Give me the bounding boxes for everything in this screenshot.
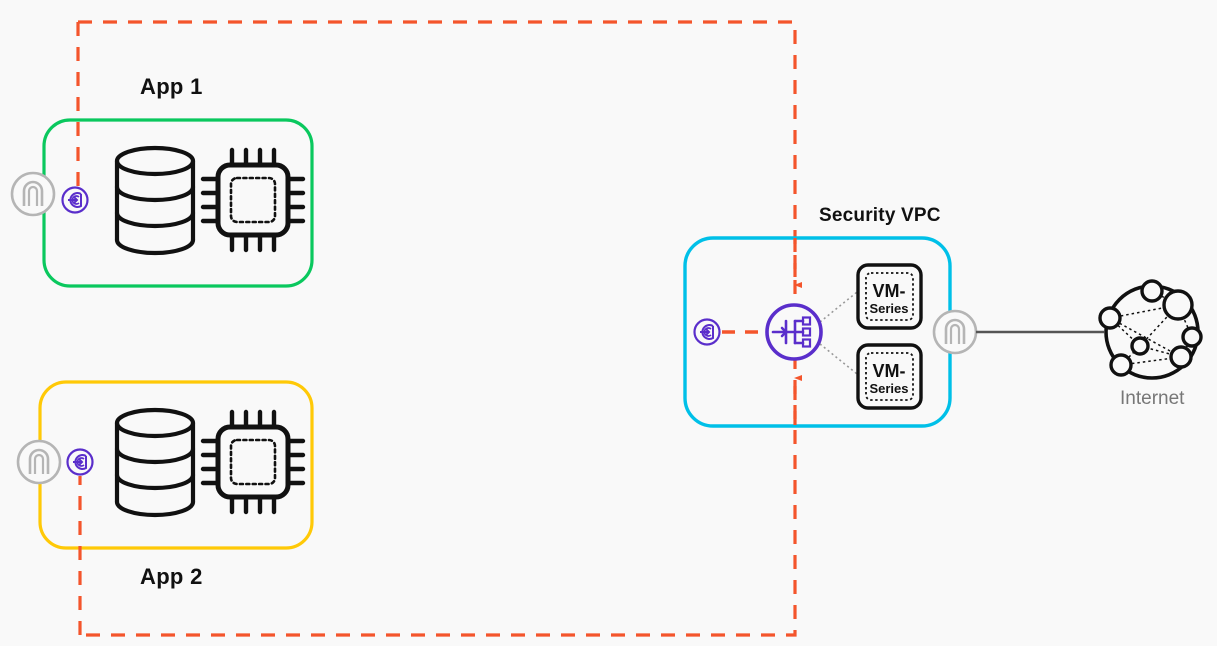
app1-gateway-icon[interactable] [10,171,56,217]
shared-network-boundary [78,20,797,637]
firewall-vm-series-2[interactable]: VM- Series [856,343,923,410]
app2-database-icon [114,407,196,518]
app1-private-endpoint-icon[interactable] [61,186,89,214]
app1-title: App 1 [140,74,203,99]
internet-globe-icon [1098,279,1203,380]
app1-cpu-chip-icon [200,147,306,253]
app2-gateway-icon[interactable] [16,439,62,485]
internet-label: Internet [1120,388,1185,409]
app2-cpu-chip-icon [200,409,306,515]
hub-to-firewall-2-link [819,343,863,379]
security-vpc-title: Security VPC [819,205,941,226]
app2-private-endpoint-icon[interactable] [66,448,94,476]
firewall-1-line1: VM- [873,281,906,301]
security-vpc-private-endpoint-icon[interactable] [693,318,721,346]
app1-database-icon [114,145,196,256]
security-vpc-gateway-icon[interactable] [932,309,978,355]
load-balancer-hub-icon[interactable] [765,303,823,361]
firewall-1-line2: Series [869,301,908,316]
firewall-vm-series-1[interactable]: VM- Series [856,263,923,330]
firewall-2-line2: Series [869,381,908,396]
firewall-2-line1: VM- [873,361,906,381]
app2-title: App 2 [140,564,203,589]
hub-to-firewall-1-link [819,287,863,323]
